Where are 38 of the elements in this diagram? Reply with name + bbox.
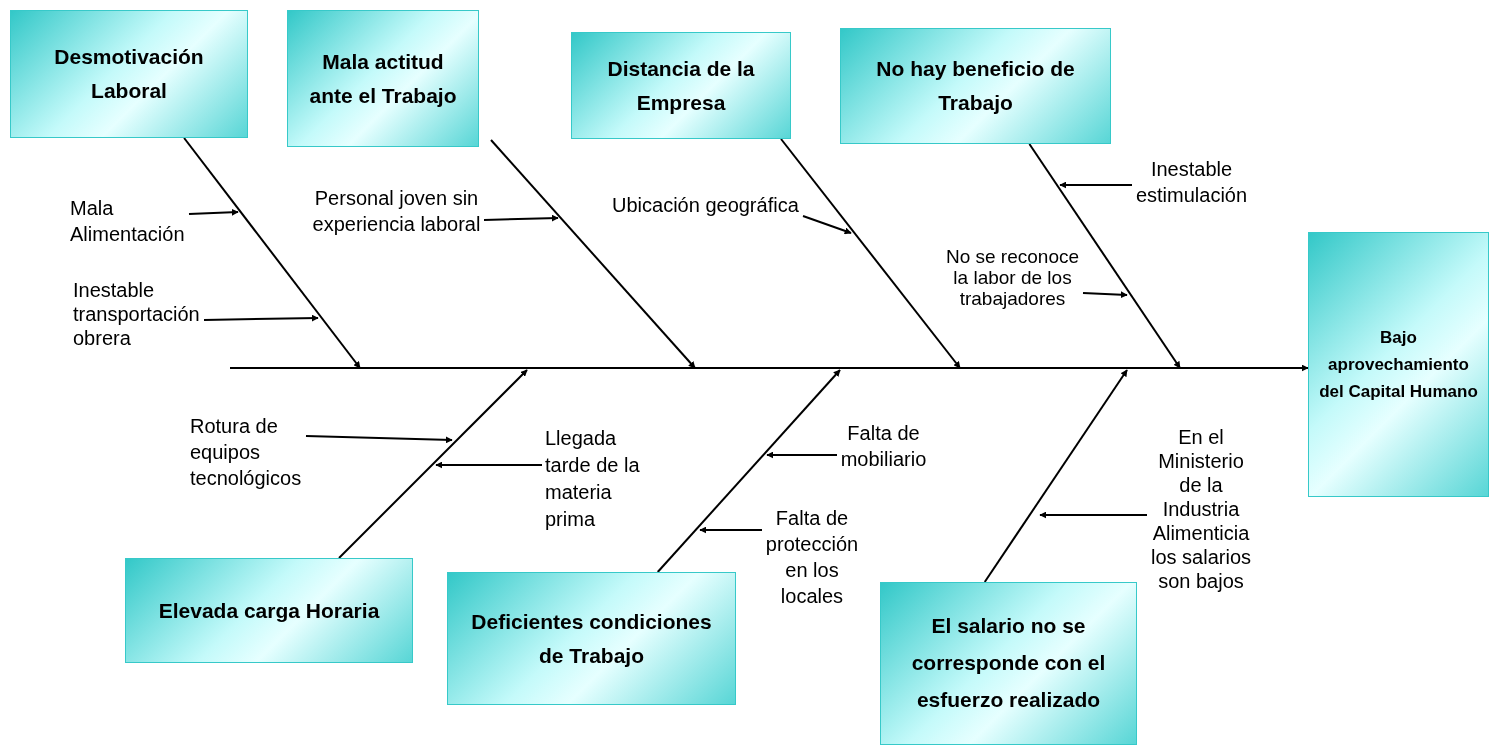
- cause-text: Ubicación geográfica: [612, 192, 800, 218]
- effect-box: Bajo aprovechamiento del Capital Humano: [1308, 232, 1489, 497]
- cause-category-box: Mala actitud ante el Trabajo: [287, 10, 479, 147]
- cause-text: En el Ministerio de la Industria Alimenticia los salarios son bajos: [1150, 425, 1252, 593]
- bone-arrow: [780, 138, 961, 369]
- cause-category-box: Deficientes condiciones de Trabajo: [447, 572, 736, 705]
- bone-arrow: [1028, 143, 1181, 369]
- arrow: [1059, 181, 1133, 189]
- cause-text: Rotura de equipos tecnológicos: [190, 413, 303, 491]
- cause-text: Falta de mobiliario: [840, 420, 927, 472]
- arrow: [766, 451, 838, 459]
- cause-text: Falta de protección en los locales: [765, 505, 859, 609]
- cause-category-box: El salario no se corresponde con el esfuerzo realizado: [880, 582, 1137, 745]
- cause-category-box: Distancia de la Empresa: [571, 32, 791, 139]
- cause-category-box: Elevada carga Horaria: [125, 558, 413, 663]
- bone-arrow: [338, 369, 528, 559]
- cause-text: Mala Alimentación: [70, 195, 186, 247]
- arrow: [188, 208, 239, 216]
- arrow: [802, 215, 852, 235]
- arrow: [483, 214, 559, 222]
- bone-arrow: [983, 369, 1128, 583]
- cause-text: Personal joven sin experiencia laboral: [312, 185, 481, 237]
- bone-arrow: [183, 137, 361, 369]
- cause-text: Inestable transportación obrera: [73, 278, 201, 350]
- arrow: [435, 461, 543, 469]
- arrow: [1082, 291, 1128, 299]
- arrow: [305, 435, 453, 444]
- arrow: [699, 526, 763, 534]
- cause-text: Inestable estimulación: [1135, 156, 1248, 208]
- arrow: [1039, 511, 1148, 519]
- bone-arrow: [490, 139, 696, 369]
- spine-arrow: [229, 364, 1309, 372]
- cause-text: Llegada tarde de la materia prima: [545, 425, 641, 533]
- bone-arrow: [656, 369, 841, 573]
- cause-category-box: Desmotivación Laboral: [10, 10, 248, 138]
- arrow: [203, 314, 319, 322]
- cause-text: No se reconoce la labor de los trabajadores: [945, 247, 1080, 310]
- cause-category-box: No hay beneficio de Trabajo: [840, 28, 1111, 144]
